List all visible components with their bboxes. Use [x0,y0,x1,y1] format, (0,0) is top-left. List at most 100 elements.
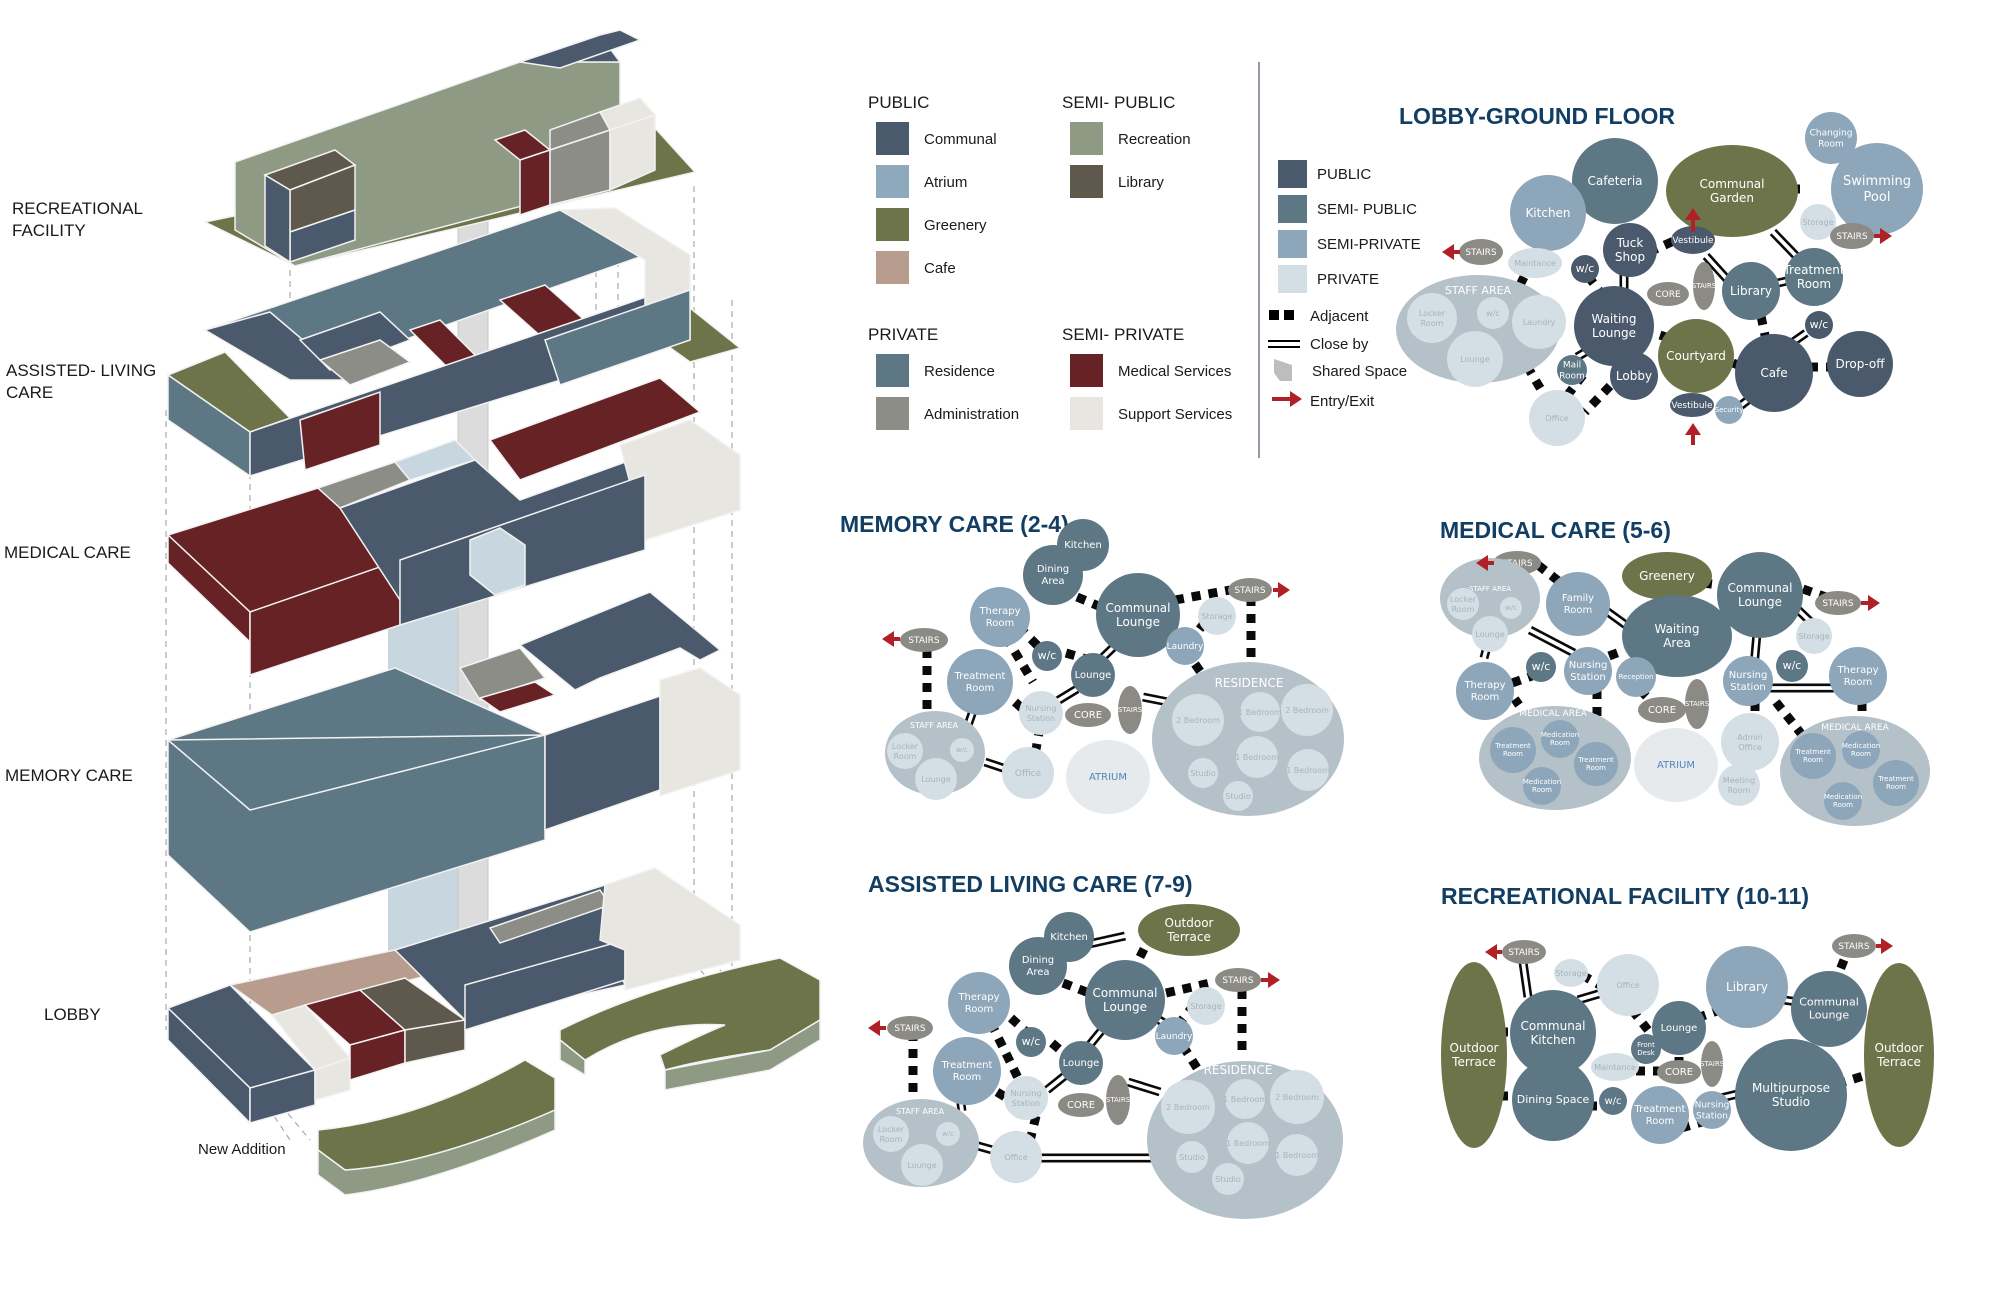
room-library: Library [1722,262,1780,320]
room-vest-bot: Vestibule [1670,393,1714,417]
node-label: Dining Space [1517,1093,1590,1106]
room-bubble [1873,760,1919,806]
room-bubble [1864,963,1934,1147]
legend-label: SEMI-PRIVATE [1317,236,1421,253]
room-atrium: ATRIUM [1066,740,1150,814]
node-label: STAFF AREA [1469,585,1511,593]
bubble-diagram-recreational: RECREATIONAL FACILITY (10-11)STAIRSSTAIR… [1441,883,1934,1151]
entry-exit-arrow-icon [1476,555,1494,571]
legend-relation-label: Close by [1310,336,1369,353]
node-label: Lounge [1661,1023,1698,1034]
room-lounge: Lounge [1652,1001,1706,1055]
room-bubble [1212,1163,1244,1195]
room-bubble [1447,588,1479,620]
node-label: STAFF AREA [896,1107,945,1116]
entry-exit-arrow-icon [1685,423,1701,445]
node-label: Vestibule [1671,401,1713,411]
room-stairs-l: STAIRS [1502,940,1546,964]
room-core-stairs: STAIRS [1685,679,1710,729]
room-bubble [1490,727,1536,773]
room-bubble [1721,713,1779,771]
room-bubble [1832,934,1876,958]
room-staff-wc: w/c [1477,297,1509,329]
room-r6: 1 Bedroom [1275,1134,1319,1176]
node-label: CORE [1067,1100,1095,1111]
room-bubble [915,758,957,800]
room-wc: w/c [1032,641,1062,671]
room-wc2: w/c [1805,311,1833,339]
legend-label: Residence [924,363,995,380]
room-bubble [1574,742,1618,786]
node-label: Lounge [1475,630,1504,639]
new-addition-label: New Addition [198,1141,286,1158]
legend-heading: PUBLIC [868,93,929,112]
entry-exit-arrow-icon [1874,228,1892,244]
room-stairs-l: STAIRS [900,628,948,652]
room-bubble [933,1037,1001,1105]
legend-swatch [876,122,909,155]
node-label: w/c [1576,262,1595,275]
room-bubble [1188,758,1218,788]
node-label: Library [1726,980,1768,994]
room-dropoff: Drop-off [1827,331,1893,397]
room-cafeteria: Cafeteria [1572,138,1658,224]
room-bubble [1477,297,1509,329]
legend-label: Library [1118,174,1164,191]
room-bubble [1647,282,1689,306]
legend-label: SEMI- PUBLIC [1317,201,1417,218]
room-atrium: ATRIUM [1634,728,1718,802]
node-label: Courtyard [1666,349,1726,363]
room-bubble [1223,781,1253,811]
entry-exit-arrow-icon [1876,938,1893,954]
node-label: Studio [1225,792,1251,801]
room-security: Security [1715,396,1743,424]
shared-space-icon [1274,359,1292,381]
room-bubble [1065,703,1111,727]
room-bubble [1225,1079,1265,1119]
node-label: STAFF AREA [1445,284,1512,297]
floor-label-medical: MEDICAL CARE [4,543,131,562]
node-label: STAIRS [1234,586,1266,596]
room-core-stairs: STAIRS [1118,686,1143,734]
room-bubble [1066,740,1150,814]
close-by-connector [1518,961,1533,998]
room-bubble [1085,960,1165,1040]
room-office: Office [1002,747,1054,799]
room-core-stairs: STAIRS [1106,1075,1131,1125]
node-label: Studio [1179,1153,1205,1162]
diagram-title: MEMORY CARE (2-4) [840,511,1069,537]
entry-exit-arrow-icon [1261,972,1280,988]
room-staff-wc: w/c [1500,597,1522,619]
room-greenery: Greenery [1622,552,1712,600]
room-bubble [1510,175,1586,251]
room-wc-l: w/c [1526,652,1556,682]
floor-label-lobby: LOBBY [44,1005,101,1024]
node-label: 2 Bedroom [1176,716,1220,725]
